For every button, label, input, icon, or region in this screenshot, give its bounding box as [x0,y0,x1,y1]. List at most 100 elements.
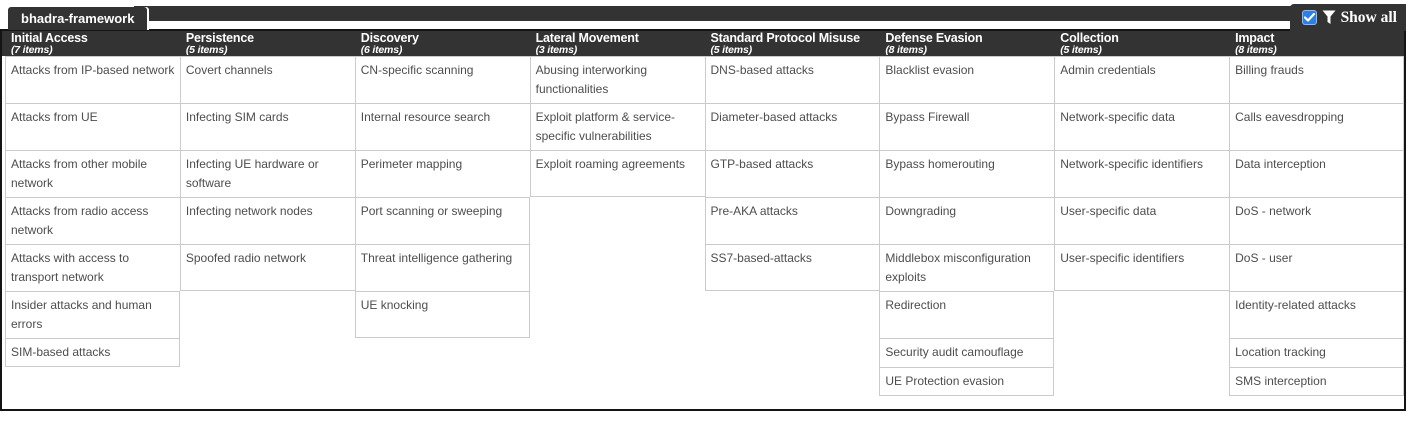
tactic-name: Discovery [360,31,419,45]
technique-label: Calls eavesdropping [1235,110,1344,124]
technique-cell-internal-resource-search[interactable]: Internal resource search [354,103,530,150]
technique-cell-bypass-homerouting[interactable]: Bypass homerouting [879,150,1055,197]
technique-label: Admin credentials [1060,63,1156,77]
tactic-name: Impact [1235,31,1275,45]
technique-label: Location tracking [1235,345,1326,359]
technique-cell-network-specific-data[interactable]: Network-specific data [1054,103,1230,150]
technique-cell-exploit-platform-service-specific-vulnerabilities[interactable]: Exploit platform & service-specific vuln… [529,103,705,150]
technique-label: Threat intelligence gathering [360,251,513,265]
technique-cell-attacks-with-access-to-transport-network[interactable]: Attacks with access to transport network [5,244,180,291]
tactic-item-count: (5 items) [710,44,753,56]
technique-label: CN-specific scanning [360,63,474,77]
tab-bhadra-framework[interactable]: bhadra-framework [8,7,148,30]
technique-cell-user-specific-data[interactable]: User-specific data [1054,197,1230,244]
technique-cell-ue-knocking[interactable]: UE knocking [354,291,530,338]
technique-cell-dos-network[interactable]: DoS - network [1229,197,1404,244]
technique-cell-calls-eavesdropping[interactable]: Calls eavesdropping [1229,103,1404,150]
technique-cell-insider-attacks-and-human-errors[interactable]: Insider attacks and human errors [5,291,180,338]
technique-label: Bypass homerouting [885,157,995,171]
technique-cell-port-scanning-or-sweeping[interactable]: Port scanning or sweeping [354,197,530,244]
technique-cell-spoofed-radio-network[interactable]: Spoofed radio network [179,244,355,291]
technique-cell-dos-user[interactable]: DoS - user [1229,244,1404,291]
technique-cell-attacks-from-other-mobile-network[interactable]: Attacks from other mobile network [5,150,180,197]
technique-cell-security-audit-camouflage[interactable]: Security audit camouflage [879,338,1055,367]
technique-label: Abusing interworking functionalities [535,63,648,96]
technique-cell-ue-protection-evasion[interactable]: UE Protection evasion [879,367,1055,396]
technique-cell-exploit-roaming-agreements[interactable]: Exploit roaming agreements [529,150,705,197]
technique-label: Identity-related attacks [1235,298,1356,312]
technique-cell-pre-aka-attacks[interactable]: Pre-AKA attacks [704,197,880,244]
show-all-controls: Show all [1289,4,1406,31]
technique-label: Downgrading [885,204,957,218]
technique-cell-data-interception[interactable]: Data interception [1229,150,1404,197]
technique-label: Network-specific data [1060,110,1175,124]
technique-label: Blacklist evasion [885,63,975,77]
technique-cell-abusing-interworking-functionalities[interactable]: Abusing interworking functionalities [529,56,705,103]
technique-label: Internal resource search [360,110,491,124]
technique-label: Pre-AKA attacks [710,204,798,218]
tactic-name: Standard Protocol Misuse [710,31,861,45]
tactic-header-impact: Impact (8 items) [1229,31,1404,56]
technique-label: Spoofed radio network [185,251,306,265]
technique-cell-threat-intelligence-gathering[interactable]: Threat intelligence gathering [354,244,530,291]
technique-label: Bypass Firewall [885,110,970,124]
technique-label: Attacks from radio access network [11,204,149,237]
technique-label: Network-specific identifiers [1060,157,1203,171]
technique-label: Infecting network nodes [185,204,313,218]
technique-cell-attacks-from-radio-access-network[interactable]: Attacks from radio access network [5,197,180,244]
tactic-name: Lateral Movement [535,31,639,45]
technique-cell-admin-credentials[interactable]: Admin credentials [1054,56,1230,103]
technique-cell-attacks-from-ip-based-network[interactable]: Attacks from IP-based network [5,56,180,103]
tactic-item-count: (5 items) [185,44,228,56]
technique-cell-identity-related-attacks[interactable]: Identity-related attacks [1229,291,1404,338]
tactic-header-initial-access: Initial Access (7 items) [5,31,180,56]
technique-cell-dns-based-attacks[interactable]: DNS-based attacks [704,56,880,103]
tactic-name: Initial Access [11,31,88,45]
technique-cell-user-specific-identifiers[interactable]: User-specific identifiers [1054,244,1230,291]
show-all-checkbox[interactable] [1301,10,1317,25]
technique-cell-location-tracking[interactable]: Location tracking [1229,338,1404,367]
tactic-item-count: (8 items) [885,44,927,56]
technique-label: Infecting SIM cards [185,110,289,124]
technique-cell-ss7-based-attacks[interactable]: SS7-based-attacks [704,244,880,291]
technique-cell-bypass-firewall[interactable]: Bypass Firewall [879,103,1055,150]
technique-label: SMS interception [1235,374,1327,388]
technique-cell-attacks-from-ue[interactable]: Attacks from UE [5,103,180,150]
tactic-item-count: (7 items) [11,44,53,56]
technique-cell-diameter-based-attacks[interactable]: Diameter-based attacks [704,103,880,150]
filter-funnel-icon[interactable] [1322,10,1336,25]
technique-label: Attacks from IP-based network [11,63,175,77]
tactic-item-count: (8 items) [1235,44,1277,56]
technique-label: DoS - user [1235,251,1293,265]
matrix-grid: Attacks from IP-based network Attacks fr… [5,56,1404,396]
show-all-label: Show all [1340,8,1397,26]
technique-label: GTP-based attacks [710,157,814,171]
tactic-header-standard-protocol-misuse: Standard Protocol Misuse (5 items) [705,31,880,56]
technique-cell-sms-interception[interactable]: SMS interception [1229,367,1404,396]
technique-label: User-specific data [1060,204,1157,218]
technique-cell-blacklist-evasion[interactable]: Blacklist evasion [879,56,1055,103]
tab-bar-strip [134,6,1404,21]
technique-cell-infecting-ue-hardware-or-software[interactable]: Infecting UE hardware or software [179,150,355,197]
technique-label: Security audit camouflage [885,345,1024,359]
technique-cell-middlebox-misconfiguration-exploits[interactable]: Middlebox misconfiguration exploits [879,244,1055,291]
technique-cell-covert-channels[interactable]: Covert channels [179,56,355,103]
technique-cell-cn-specific-scanning[interactable]: CN-specific scanning [354,56,530,103]
tactic-item-count: (6 items) [360,44,403,56]
tactic-name: Collection [1060,31,1119,45]
technique-cell-redirection[interactable]: Redirection [879,291,1055,338]
technique-label: Covert channels [185,63,273,77]
technique-cell-sim-based-attacks[interactable]: SIM-based attacks [5,338,180,367]
tactic-name: Defense Evasion [885,31,983,45]
technique-label: Data interception [1235,157,1326,171]
technique-cell-billing-frauds[interactable]: Billing frauds [1229,56,1404,103]
technique-cell-infecting-network-nodes[interactable]: Infecting network nodes [179,197,355,244]
technique-cell-network-specific-identifiers[interactable]: Network-specific identifiers [1054,150,1230,197]
technique-cell-gtp-based-attacks[interactable]: GTP-based attacks [704,150,880,197]
technique-cell-perimeter-mapping[interactable]: Perimeter mapping [354,150,530,197]
technique-label: UE knocking [360,298,429,312]
technique-cell-downgrading[interactable]: Downgrading [879,197,1055,244]
technique-cell-infecting-sim-cards[interactable]: Infecting SIM cards [179,103,355,150]
technique-label: DNS-based attacks [710,63,814,77]
